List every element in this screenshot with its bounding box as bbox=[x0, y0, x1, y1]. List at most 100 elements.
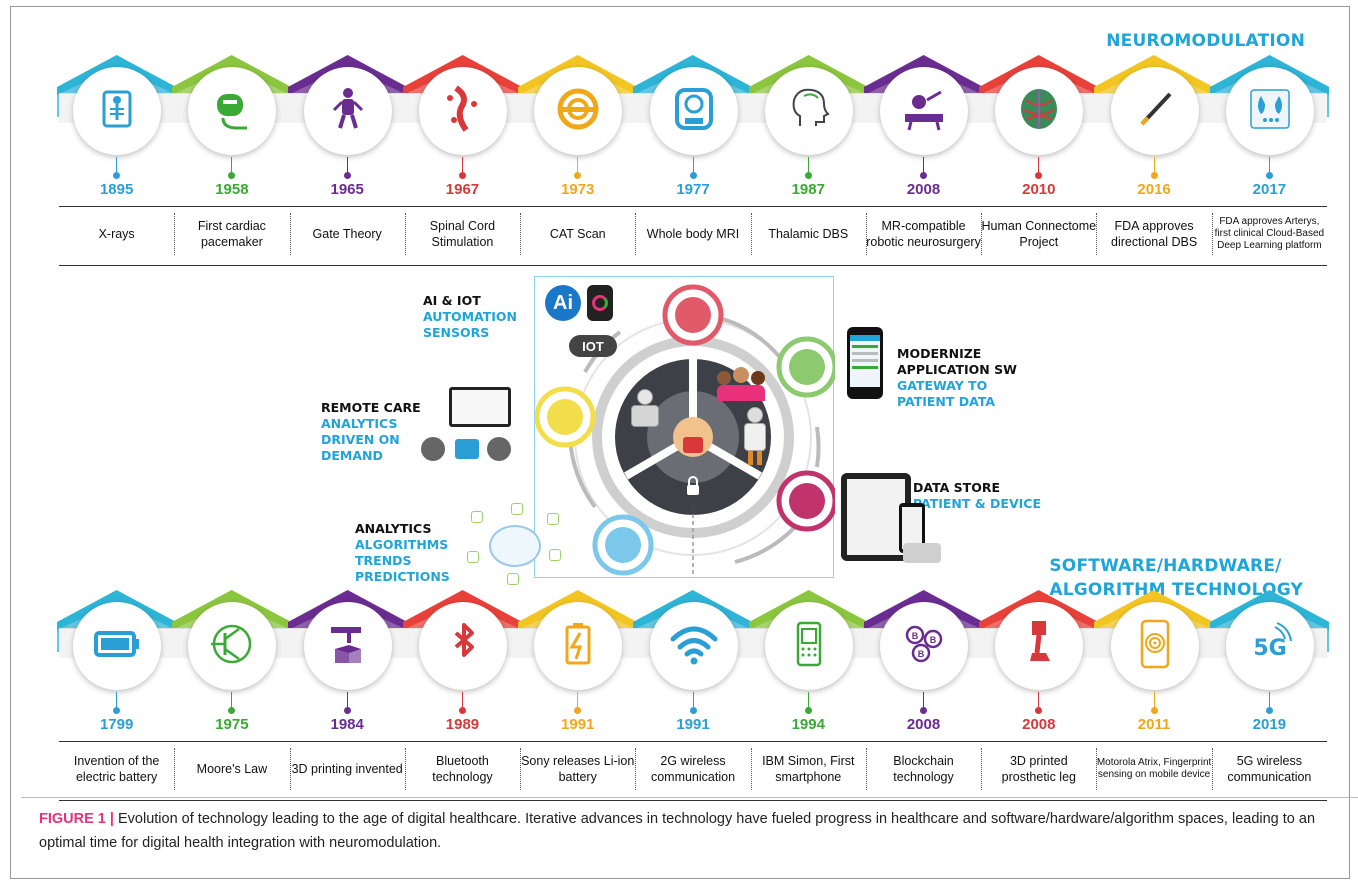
tech-label: Invention of the electric battery bbox=[59, 740, 174, 798]
neuro-label-text: FDA approves directional DBS bbox=[1111, 219, 1198, 249]
xray-icon bbox=[90, 82, 144, 141]
lock-icon bbox=[687, 485, 699, 495]
tech-label-text: Blockchain technology bbox=[893, 754, 954, 784]
tech-year: 2008 bbox=[1022, 716, 1056, 733]
cycle-node-core bbox=[675, 297, 711, 333]
tech-label-top-rule bbox=[59, 741, 1327, 742]
neuro-dot bbox=[804, 172, 812, 179]
neuro-year: 2008 bbox=[906, 181, 941, 198]
neuro-icon-circle bbox=[995, 67, 1084, 155]
tech-dot bbox=[1265, 707, 1273, 714]
neuro-label: FDA approves Arterys, first clinical Clo… bbox=[1212, 205, 1327, 263]
modernize-line-2: PATIENT DATA bbox=[897, 394, 996, 409]
neuro-stem bbox=[807, 157, 809, 175]
neuro-divider bbox=[404, 213, 406, 255]
neuro-label-text: CAT Scan bbox=[549, 227, 606, 241]
tech-year: 1975 bbox=[215, 716, 249, 733]
tech-dot bbox=[113, 707, 121, 714]
neuro-divider bbox=[981, 213, 983, 255]
neuro-icon-circle bbox=[534, 67, 623, 155]
mri-icon bbox=[667, 82, 721, 141]
tech-icon-circle bbox=[418, 602, 507, 690]
neuro-divider bbox=[865, 213, 867, 255]
bluetooth-icon bbox=[436, 617, 490, 676]
technology-heading-line1: SOFTWARE/HARDWARE/ bbox=[1049, 556, 1282, 576]
tech-icon-circle: 5G bbox=[1225, 602, 1314, 690]
tech-label: Motorola Atrix, Fingerprint sensing on m… bbox=[1097, 740, 1212, 798]
neuro-label-text: First cardiac pacemaker bbox=[197, 219, 266, 249]
tech-label-text: IBM Simon, First smartphone bbox=[762, 754, 855, 784]
neuro-icon-circle bbox=[880, 67, 969, 155]
cycle-arrow-3 bbox=[734, 525, 797, 564]
cloud-lungs-icon bbox=[1243, 82, 1297, 141]
modernize-title-2: APPLICATION SW bbox=[897, 362, 1017, 377]
neuro-year: 2017 bbox=[1252, 181, 1287, 198]
tech-stem bbox=[577, 692, 579, 710]
tech-label: 3D printed prosthetic leg bbox=[981, 740, 1096, 798]
3d-printer-icon bbox=[321, 617, 375, 676]
tech-label: IBM Simon, First smartphone bbox=[751, 740, 866, 798]
neuro-stem bbox=[577, 157, 579, 175]
tech-dot bbox=[574, 707, 582, 714]
neuro-label: First cardiac pacemaker bbox=[174, 205, 289, 263]
neuromodulation-heading: NEUROMODULATION bbox=[1106, 31, 1305, 51]
connectome-brain-icon bbox=[1012, 82, 1066, 141]
phone-icon bbox=[782, 617, 836, 676]
spine-icon bbox=[436, 82, 490, 141]
tech-dot bbox=[1150, 707, 1158, 714]
neuro-divider bbox=[750, 213, 752, 255]
caption-lead: FIGURE 1 | bbox=[39, 811, 114, 827]
neuro-icon-circle bbox=[1225, 67, 1314, 155]
tech-divider bbox=[865, 748, 867, 790]
neuro-year: 1895 bbox=[99, 181, 134, 198]
tech-year: 1989 bbox=[445, 716, 480, 733]
neuro-divider bbox=[635, 213, 637, 255]
technology-heading: SOFTWARE/HARDWARE/ ALGORITHM TECHNOLOGY bbox=[1049, 554, 1303, 602]
tech-divider bbox=[289, 748, 291, 790]
ai-badge: Ai bbox=[545, 285, 581, 321]
tech-label-text: Moore's Law bbox=[196, 762, 268, 776]
tech-year: 1799 bbox=[99, 716, 134, 733]
family-icon bbox=[717, 367, 765, 401]
tech-label: Bluetooth technology bbox=[405, 740, 520, 798]
tech-label: Moore's Law bbox=[174, 740, 289, 798]
neuro-label-text: X-rays bbox=[98, 227, 135, 241]
cycle-node-core bbox=[789, 349, 825, 385]
tech-divider bbox=[1096, 748, 1098, 790]
neuro-year: 1958 bbox=[215, 181, 249, 198]
neuro-stem bbox=[346, 157, 348, 175]
tech-year: 2008 bbox=[906, 716, 941, 733]
tech-year: 1991 bbox=[561, 716, 595, 733]
tech-divider bbox=[750, 748, 752, 790]
neuro-dot bbox=[1035, 172, 1043, 179]
remote-care-line-2: DRIVEN ON bbox=[321, 432, 400, 447]
neuro-icon-circle bbox=[649, 67, 738, 155]
tech-label-text: Bluetooth technology bbox=[432, 754, 493, 784]
tech-dot bbox=[458, 707, 466, 714]
neuro-label: MR-compatible robotic neurosurgery bbox=[866, 205, 981, 263]
neuro-year: 1965 bbox=[330, 181, 364, 198]
neuro-label: Gate Theory bbox=[290, 205, 405, 263]
tech-divider bbox=[981, 748, 983, 790]
tech-stem bbox=[807, 692, 809, 710]
neuro-label: FDA approves directional DBS bbox=[1097, 205, 1212, 263]
connector-dot bbox=[689, 503, 697, 511]
neuro-stem bbox=[923, 157, 925, 175]
neuro-dot bbox=[343, 172, 351, 179]
neuro-divider bbox=[289, 213, 291, 255]
transistor-icon bbox=[205, 617, 259, 676]
svg-text:B: B bbox=[918, 649, 925, 659]
head-profile-icon bbox=[782, 82, 836, 141]
cycle-node-core bbox=[789, 483, 825, 519]
tech-year: 1994 bbox=[791, 716, 825, 733]
tech-dot bbox=[689, 707, 697, 714]
fingerprint-icon bbox=[1128, 617, 1182, 676]
modernize-title-1: MODERNIZE bbox=[897, 346, 982, 361]
tech-label: 3D printing invented bbox=[290, 740, 405, 798]
tech-label-text: Sony releases Li-ion battery bbox=[521, 754, 635, 784]
iot-badge: IOT bbox=[569, 335, 617, 357]
